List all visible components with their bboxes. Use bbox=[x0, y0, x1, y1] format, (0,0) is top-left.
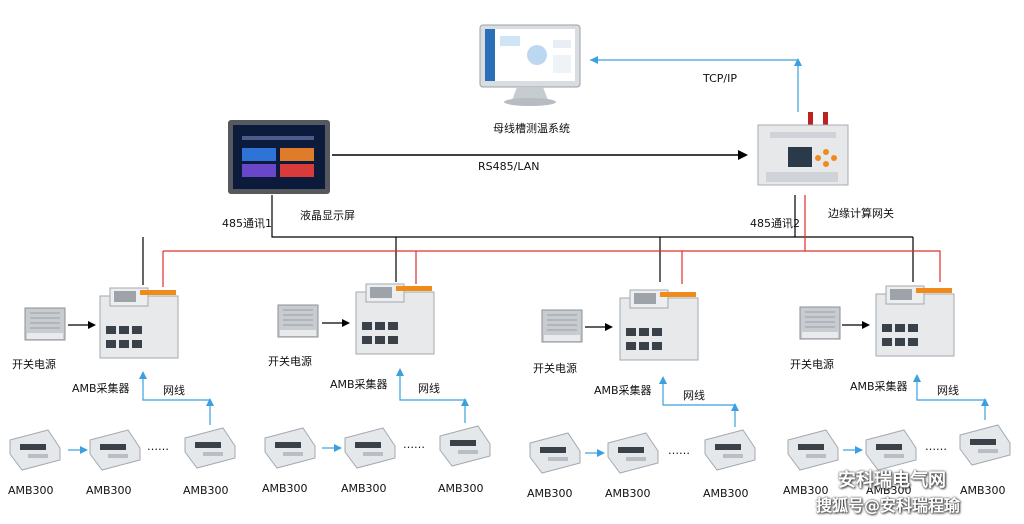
monitor-system-label: 母线槽测温系统 bbox=[493, 122, 570, 135]
arrow-right-icon bbox=[738, 150, 748, 160]
sensor-label: AMB300 bbox=[527, 487, 573, 500]
watermark-line1: 安科瑞电气网 bbox=[838, 470, 946, 491]
bus-485-2 bbox=[804, 195, 941, 282]
sensor-label: AMB300 bbox=[438, 482, 484, 495]
power-label: 开关电源 bbox=[12, 358, 56, 371]
sensor-label: AMB300 bbox=[262, 482, 308, 495]
ellipsis: …… bbox=[403, 438, 425, 451]
collector-label: AMB采集器 bbox=[594, 384, 652, 397]
sensor-label: AMB300 bbox=[183, 484, 229, 497]
lcd-screen-label: 液晶显示屏 bbox=[300, 209, 355, 222]
power-label: 开关电源 bbox=[268, 355, 312, 368]
watermark-line2: 搜狐号@安科瑞程瑜 bbox=[816, 496, 961, 515]
net-label: 网线 bbox=[937, 384, 959, 397]
ellipsis: …… bbox=[147, 440, 169, 453]
sensor-label: AMB300 bbox=[8, 484, 54, 497]
bus-485-1 bbox=[271, 195, 913, 238]
sensor-label: AMB300 bbox=[703, 487, 749, 500]
sensor-label: AMB300 bbox=[341, 482, 387, 495]
net-label: 网线 bbox=[418, 382, 440, 395]
sensor-label: AMB300 bbox=[960, 484, 1006, 497]
tcpip-label: TCP/IP bbox=[703, 72, 737, 85]
rs485-lan-label: RS485/LAN bbox=[478, 160, 540, 173]
sensor-label: AMB300 bbox=[783, 484, 829, 497]
comm1-label: 485通讯1 bbox=[222, 217, 272, 230]
collector-label: AMB采集器 bbox=[330, 378, 388, 391]
power-label: 开关电源 bbox=[790, 358, 834, 371]
sensor-label: AMB300 bbox=[866, 484, 912, 497]
sensor-label: AMB300 bbox=[605, 487, 651, 500]
arrow-left-icon bbox=[590, 56, 598, 64]
ellipsis: …… bbox=[668, 444, 690, 457]
collector-label: AMB采集器 bbox=[850, 380, 908, 393]
collector-label: AMB采集器 bbox=[72, 382, 130, 395]
net-label: 网线 bbox=[163, 384, 185, 397]
sensor-label: AMB300 bbox=[86, 484, 132, 497]
arrow-up-icon bbox=[794, 58, 802, 66]
edge-gateway-label: 边缘计算网关 bbox=[828, 207, 894, 220]
power-label: 开关电源 bbox=[533, 362, 577, 375]
ellipsis: …… bbox=[925, 440, 947, 453]
comm2-label: 485通讯2 bbox=[750, 217, 800, 230]
net-label: 网线 bbox=[683, 389, 705, 402]
